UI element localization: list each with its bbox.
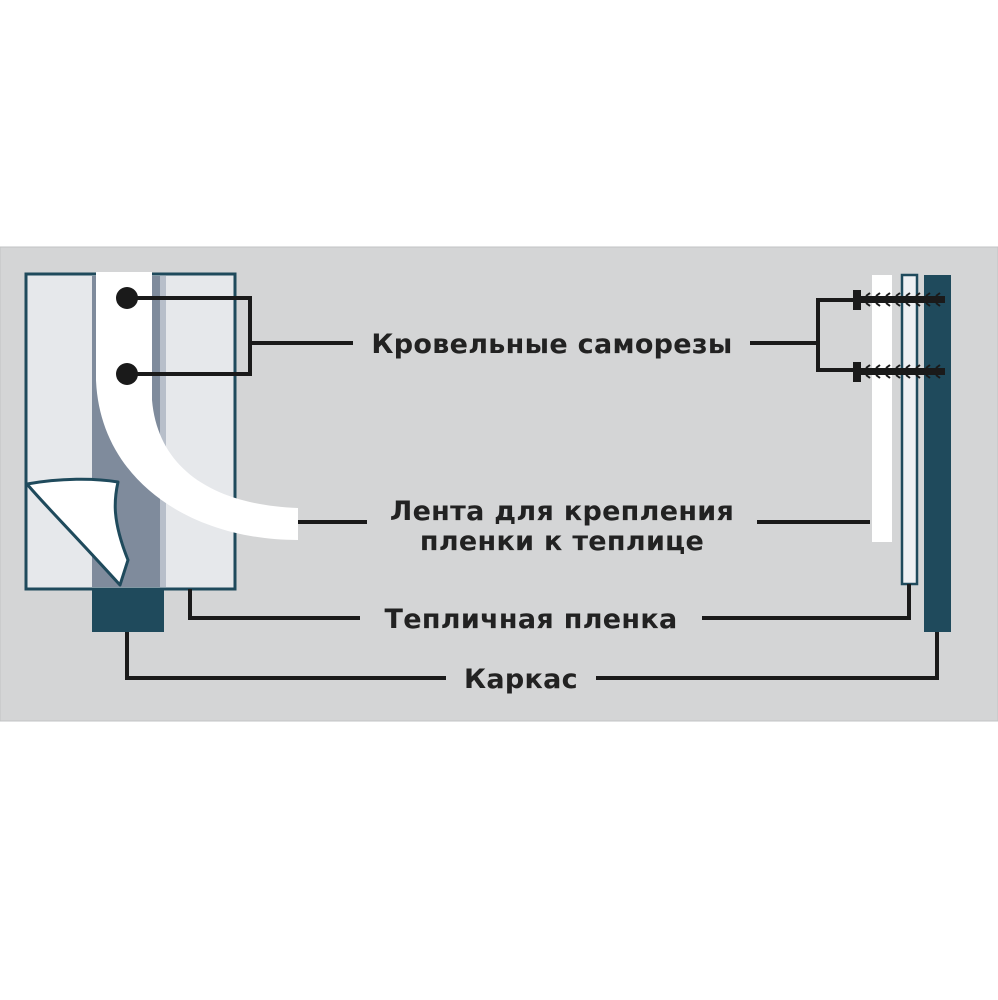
leader-screws-left <box>127 296 353 376</box>
screw-lower-side <box>853 362 945 382</box>
mounting-tape <box>96 272 298 540</box>
label-frame: Каркас <box>464 664 578 695</box>
front-view <box>24 272 298 632</box>
leader-screws-right <box>750 298 854 372</box>
leader-film-left <box>188 589 360 620</box>
film-side <box>900 273 919 586</box>
label-roofing-screws: Кровельные саморезы <box>371 329 732 360</box>
film-fold-highlight <box>160 276 166 587</box>
film-peeled-corner <box>25 477 130 587</box>
label-mounting-tape-line1: Лента для крепления <box>390 496 734 527</box>
leader-frame-left <box>125 632 446 680</box>
label-greenhouse-film: Тепличная пленка <box>385 604 678 635</box>
label-mounting-tape-line2: пленки к теплице <box>420 526 704 557</box>
side-section <box>853 273 951 632</box>
screw-upper-side <box>853 290 945 310</box>
tape-side <box>872 275 892 542</box>
leader-lines <box>125 296 939 680</box>
leader-film-right <box>702 584 911 620</box>
frame-post-side <box>924 275 951 632</box>
leader-frame-right <box>596 632 939 680</box>
